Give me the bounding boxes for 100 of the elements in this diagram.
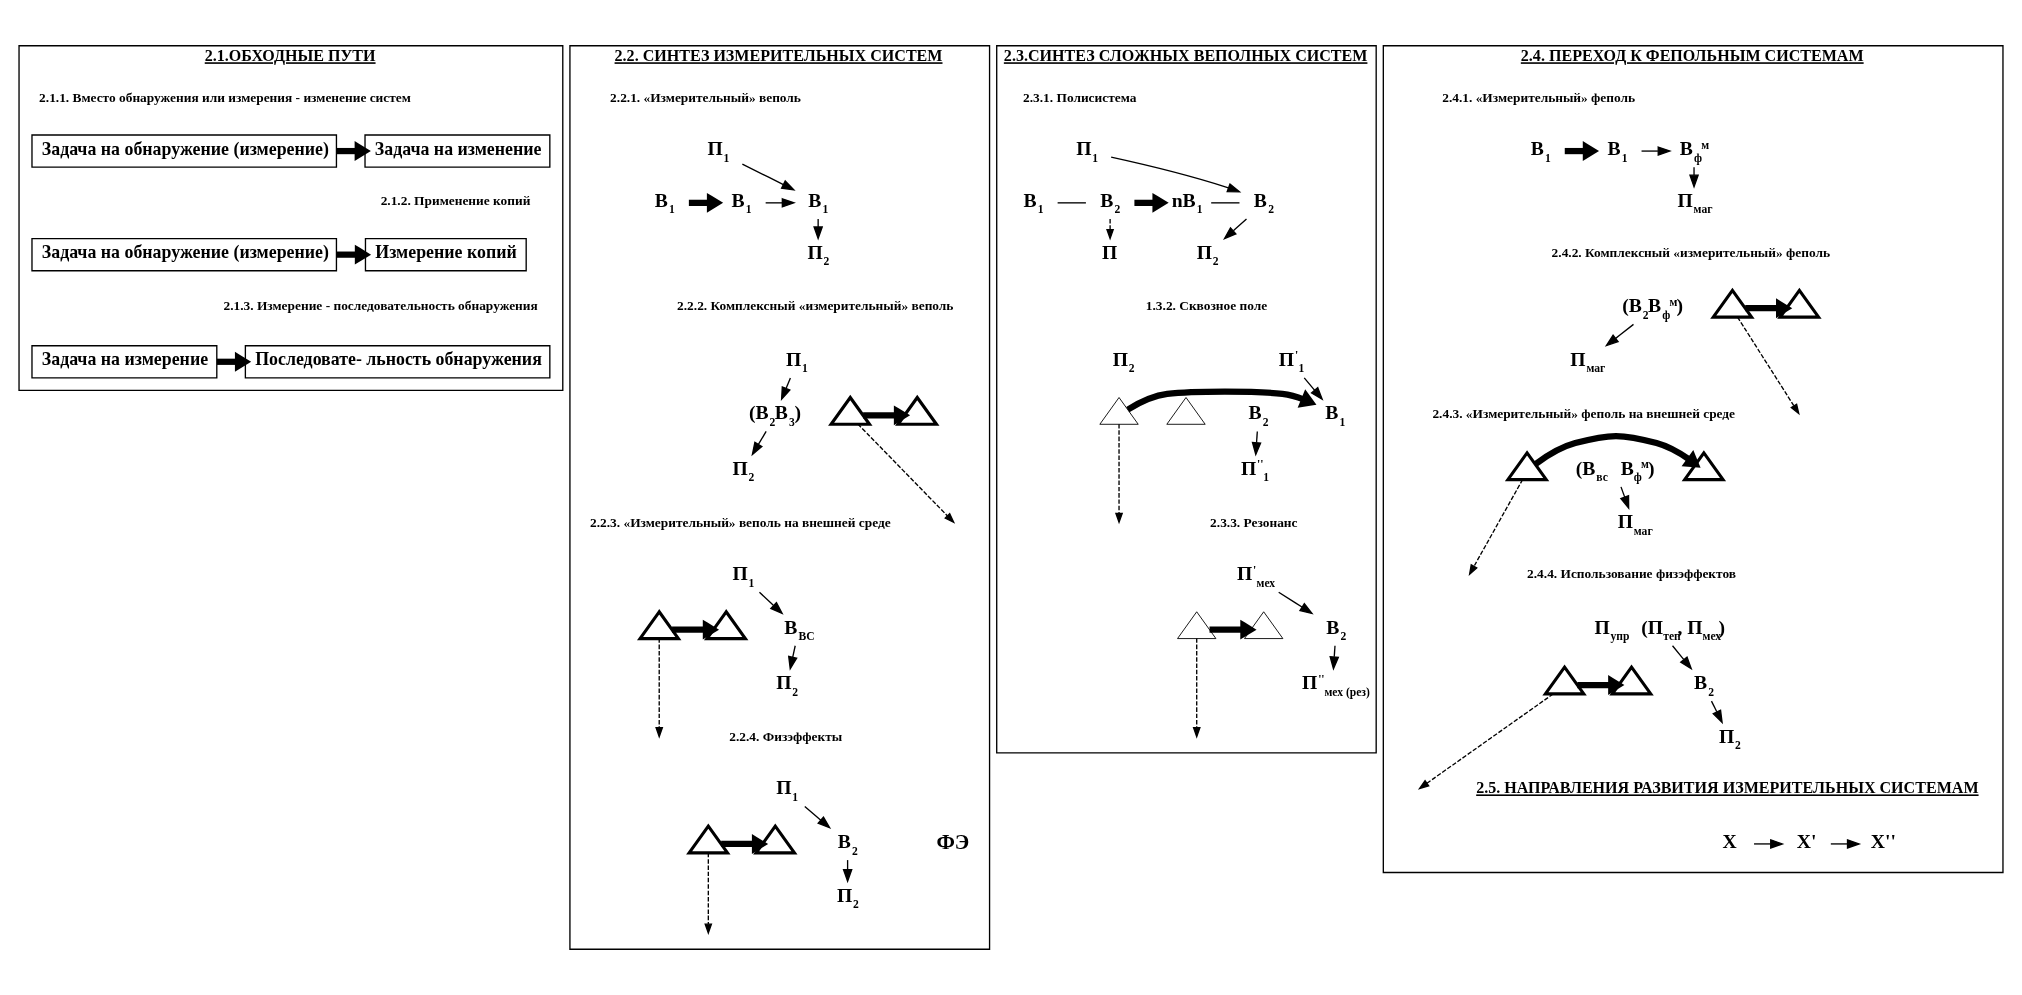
arrow xyxy=(1577,675,1625,695)
node-text: Х xyxy=(1722,830,1737,853)
arrow xyxy=(1110,156,1242,193)
arrow xyxy=(1533,432,1701,468)
arrow xyxy=(1114,423,1124,525)
node-text: В$_{1}$ xyxy=(1607,137,1628,165)
node-text: В$_{2}$ xyxy=(1248,401,1269,429)
arrow xyxy=(751,430,767,457)
arrow xyxy=(1640,146,1672,157)
arrow xyxy=(721,833,769,854)
node-text: Х' xyxy=(1796,830,1817,853)
node-text: П xyxy=(1102,240,1118,263)
node-text: П$_{маг}$ xyxy=(1617,510,1653,538)
node-box: Задача на изменение xyxy=(364,134,551,168)
node-text: В$_{1}$ xyxy=(1325,401,1346,429)
connector xyxy=(1056,202,1087,204)
node-triangle xyxy=(1177,611,1217,639)
node-text: В$_{2}$ xyxy=(1694,671,1715,699)
node-triangle xyxy=(636,609,682,641)
node-text: П$_{2}$ xyxy=(1112,347,1135,376)
label: 2.1.3. Измерение - последовательность обнаружения xyxy=(223,298,538,314)
node-text: П$_{1}$ xyxy=(1076,137,1099,165)
node-text: В$_{ВС}$ xyxy=(784,615,815,644)
arrow xyxy=(1223,218,1248,240)
connector xyxy=(1210,202,1241,204)
arrow xyxy=(336,141,371,162)
arrow xyxy=(1745,298,1793,319)
arrow xyxy=(1737,316,1800,416)
node-text: П$_{2}$ xyxy=(1719,724,1741,753)
arrow xyxy=(780,377,792,401)
label: 2.1.2. Применение копий xyxy=(380,193,531,209)
arrow xyxy=(1251,430,1262,457)
node-triangle xyxy=(828,394,873,426)
node-text: В$_{2}$ xyxy=(1100,188,1121,217)
arrow xyxy=(1753,838,1785,849)
node-box: Измерение копий xyxy=(364,237,527,272)
node-box: Задача на измерение xyxy=(31,345,218,379)
node-text: nВ$_{1}$ xyxy=(1171,188,1203,217)
arrow xyxy=(741,163,796,191)
node-triangle xyxy=(1542,664,1587,696)
node-triangle xyxy=(1244,611,1284,639)
node-text: В$_{2}$ xyxy=(1253,188,1274,217)
arrow xyxy=(1134,192,1169,213)
node-text: В$_{1}$ xyxy=(654,188,675,217)
node-text: В$_{2}$ xyxy=(1326,615,1347,644)
node-text: В$_{1}$ xyxy=(1023,188,1044,217)
node-triangle xyxy=(686,823,731,855)
arrow xyxy=(813,218,824,241)
arrow xyxy=(765,197,796,208)
arrow xyxy=(804,805,832,830)
node-text: П$_{2}$ xyxy=(836,883,859,912)
arrow xyxy=(1417,693,1554,790)
node-triangle xyxy=(1504,450,1550,482)
node-text: П$_{2}$ xyxy=(1196,240,1219,269)
node-box: Задача на обнаружение (измерение) xyxy=(31,134,338,168)
node-text: В$_{2}$ xyxy=(837,830,858,858)
arrow xyxy=(1710,700,1723,725)
label: 1.3.2. Сквозное поле xyxy=(1145,298,1268,314)
label: 2.4.4. Использование физэффектов xyxy=(1527,566,1737,582)
label: ФЭ xyxy=(936,829,970,854)
arrow xyxy=(1209,619,1257,640)
label: 2.4.2. Комплексный «измерительный» феполь xyxy=(1551,244,1831,260)
arrow xyxy=(758,591,784,615)
arrow xyxy=(336,244,372,265)
arrow xyxy=(1604,323,1635,347)
label: 2.3.1. Полисистема xyxy=(1023,89,1137,105)
arrow xyxy=(1303,377,1324,401)
node-text: П$_{1}$ xyxy=(786,347,808,376)
node-box: Последовате- льность обнаружения xyxy=(244,345,551,379)
node-text: П$_{2}$ xyxy=(732,456,755,485)
arrow xyxy=(1278,591,1314,615)
node-text: В$_{1}$ xyxy=(808,188,829,217)
label: 2.1.1. Вместо обнаружения или измерения - изменение систем xyxy=(39,89,411,105)
label: 2.5. НАПРАВЛЕНИЯ РАЗВИТИЯ ИЗМЕРИТЕЛЬНЫХ СИСТЕМАМ xyxy=(1476,779,1979,797)
label: 2.2.2. Комплексный «измерительный» веполь xyxy=(677,298,954,314)
label: 2.2.4. Физэффекты xyxy=(729,728,843,744)
node-triangle xyxy=(1710,287,1755,319)
arrow xyxy=(787,645,798,671)
node-text: П$_{упр}$ (П$_{теп}$, П$_{мех}$) xyxy=(1594,615,1726,644)
node-box: Задача на обнаружение (измерение) xyxy=(31,237,338,272)
node-text: П$_{1}$ xyxy=(707,137,730,165)
arrow xyxy=(1564,141,1600,162)
arrow xyxy=(1106,218,1115,241)
node-text: П$_{1}$ xyxy=(776,776,799,804)
arrow xyxy=(1671,645,1693,671)
node-text: П$_{маг}$ xyxy=(1570,347,1606,376)
arrow xyxy=(704,852,713,936)
arrow xyxy=(216,351,252,372)
node-text: (В$_{2}$В$_{3}$) xyxy=(748,401,802,429)
node-text: П$_{2}$ xyxy=(807,240,830,269)
label: 2.2.1. «Измерительный» веполь xyxy=(610,89,801,105)
arrow xyxy=(1468,479,1524,576)
arrow xyxy=(1830,838,1862,849)
label: 2.3.3. Резонанс xyxy=(1210,514,1298,530)
arrow xyxy=(655,637,664,739)
label: 2.4.3. «Измерительный» феполь на внешней среде xyxy=(1432,405,1736,421)
arrow xyxy=(688,192,724,213)
node-text: П$_{1}$ xyxy=(732,562,755,590)
node-text: (В$_{вс}$ В$_{ф}$$^{м}$) xyxy=(1575,456,1655,485)
node-text: П$_{маг}$ xyxy=(1677,188,1713,217)
